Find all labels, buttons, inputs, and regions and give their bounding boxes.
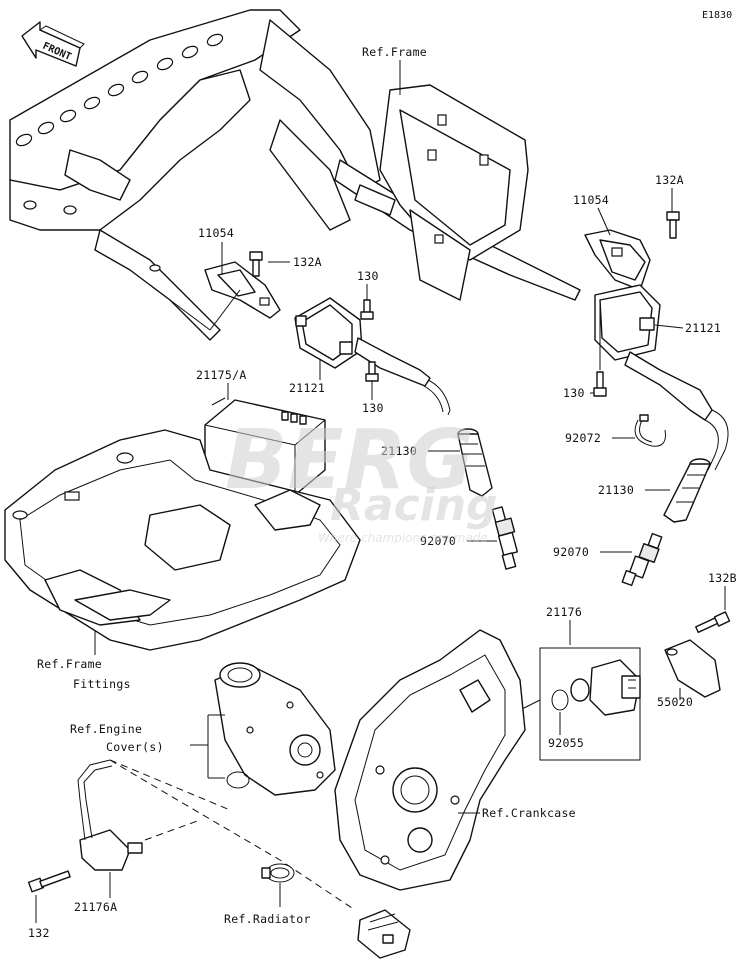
label-21176A: 21176A: [74, 900, 117, 914]
label-132A-right: 132A: [655, 173, 684, 187]
bracket-55020: [664, 639, 721, 698]
label-ref-engine-cover-line1: Ref.Engine: [70, 722, 142, 736]
spark-plug-cap-right: [663, 458, 711, 523]
label-130-top: 130: [357, 269, 379, 283]
label-21130-left: 21130: [381, 444, 417, 458]
watermark-line2: Racing: [330, 480, 498, 531]
o-ring-engine-cover: [226, 771, 250, 789]
diagram-code: E1830: [702, 10, 732, 21]
label-ref-radiator: Ref.Radiator: [224, 912, 311, 926]
label-92055: 92055: [548, 736, 584, 750]
crankcase-illustration: [334, 629, 526, 891]
frame-fittings-tray: [4, 429, 361, 651]
bolt-130-mid: [365, 361, 379, 382]
right-ignition-coil: [594, 284, 729, 471]
label-92072: 92072: [565, 431, 601, 445]
watermark-line1: BERG: [225, 413, 474, 508]
front-direction-arrow: FRONT: [21, 21, 85, 67]
bolt-130-right: [593, 371, 607, 397]
sensor-connector: [357, 909, 411, 959]
bolt-132: [27, 870, 71, 893]
label-21121-left: 21121: [289, 381, 325, 395]
label-21176: 21176: [546, 605, 582, 619]
left-coil-bracket: [204, 261, 281, 319]
label-11054-left: 11054: [198, 226, 234, 240]
temperature-sensor-21176A: [77, 759, 143, 871]
wire-clamp-radiator: [261, 863, 295, 883]
o-ring-92055: [551, 689, 569, 711]
bolt-132A-right: [666, 211, 680, 239]
berg-racing-watermark: BERG Racing Where champions are made: [225, 413, 498, 545]
crank-position-sensor: [570, 659, 641, 716]
frame-bracket-illustration: [354, 84, 529, 301]
label-11054-right: 11054: [573, 193, 609, 207]
left-ignition-coil: [294, 297, 451, 416]
spark-plug-right: [621, 532, 663, 587]
right-coil-bracket: [584, 229, 651, 291]
label-130-right: 130: [563, 386, 585, 400]
label-21130-right: 21130: [598, 483, 634, 497]
label-21175A: 21175/A: [196, 368, 247, 382]
bolt-130-top: [360, 299, 374, 320]
spark-plug-cap-left: [457, 428, 493, 497]
label-132B: 132B: [708, 571, 737, 585]
label-ref-engine-cover-line2: Cover(s): [106, 740, 164, 754]
bolt-132B: [695, 611, 731, 634]
label-92070-right: 92070: [553, 545, 589, 559]
label-ref-frame: Ref.Frame: [362, 45, 427, 59]
label-ref-frame-fittings-line2: Fittings: [73, 677, 131, 691]
label-55020: 55020: [657, 695, 693, 709]
clamp-92072: [634, 414, 666, 447]
label-21121-right: 21121: [685, 321, 721, 335]
engine-cover-illustration: [214, 662, 336, 796]
label-132A-left: 132A: [293, 255, 322, 269]
watermark-tagline: Where champions are made: [318, 531, 488, 545]
label-130-mid: 130: [362, 401, 384, 415]
label-92070-left: 92070: [420, 534, 456, 548]
spark-plug-left: [491, 506, 519, 570]
bolt-132A-left: [249, 251, 263, 277]
label-ref-crankcase: Ref.Crankcase: [482, 806, 576, 820]
label-132: 132: [28, 926, 50, 940]
label-ref-frame-fittings-line1: Ref.Frame: [37, 657, 102, 671]
